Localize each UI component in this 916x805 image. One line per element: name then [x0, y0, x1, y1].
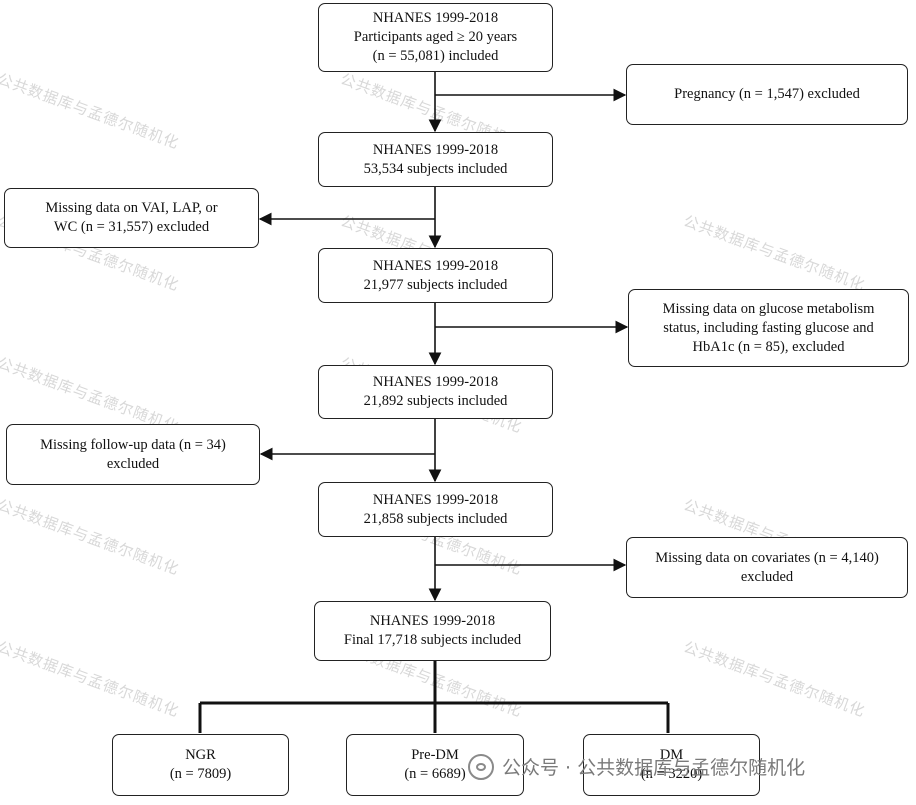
- box-exclude-followup-line2: excluded: [106, 455, 160, 472]
- box-group-dm-line2: (n = 3220): [640, 766, 703, 782]
- box-step2-line2: 53,534 subjects included: [363, 160, 508, 177]
- box-exclude-covariates-line2: excluded: [740, 568, 794, 585]
- box-group-ngr-line2: (n = 7809): [169, 766, 232, 782]
- box-exclude-vai: Missing data on VAI, LAP, or WC (n = 31,…: [4, 188, 259, 248]
- box-final: NHANES 1999-2018 Final 17,718 subjects i…: [314, 601, 551, 661]
- box-start: NHANES 1999-2018 Participants aged ≥ 20 …: [318, 3, 553, 72]
- box-step4: NHANES 1999-2018 21,892 subjects include…: [318, 365, 553, 419]
- box-step2-line1: NHANES 1999-2018: [372, 141, 499, 158]
- box-step3: NHANES 1999-2018 21,977 subjects include…: [318, 248, 553, 303]
- box-step5-line1: NHANES 1999-2018: [372, 491, 499, 508]
- footer-watermark: 公众号 · 公共数据库与孟德尔随机化: [468, 753, 805, 780]
- box-final-line1: NHANES 1999-2018: [369, 613, 496, 629]
- box-exclude-vai-line2: WC (n = 31,557) excluded: [53, 219, 210, 235]
- box-exclude-pregnancy-line1: Pregnancy (n = 1,547) excluded: [674, 86, 860, 102]
- footer-watermark-text: 公众号 · 公共数据库与孟德尔随机化: [502, 757, 806, 779]
- box-exclude-covariates: Missing data on covariates (n = 4,140) e…: [626, 537, 908, 598]
- box-group-ngr: NGR (n = 7809): [112, 734, 289, 796]
- box-exclude-followup-line1: Missing follow-up data (n = 34): [40, 436, 226, 453]
- box-exclude-glucose-line1: Missing data on glucose metabolism: [662, 300, 875, 317]
- box-exclude-vai-line1: Missing data on VAI, LAP, or: [45, 200, 218, 216]
- box-group-predm-line1: Pre-DM: [411, 747, 459, 763]
- box-group-dm: DM (n = 3220): [583, 734, 760, 796]
- box-group-predm-line2: (n = 6689): [404, 766, 466, 782]
- box-group-dm-line1: DM: [659, 747, 684, 763]
- box-step5: NHANES 1999-2018 21,858 subjects include…: [318, 482, 553, 537]
- box-final-line2: Final 17,718 subjects included: [343, 632, 522, 648]
- box-exclude-glucose-line2: status, including fasting glucose and: [663, 319, 874, 336]
- box-start-line2: Participants aged ≥ 20 years: [353, 29, 518, 45]
- wechat-icon: [468, 753, 494, 780]
- box-start-line3: (n = 55,081) included: [372, 48, 499, 64]
- box-step4-line1: NHANES 1999-2018: [372, 374, 499, 390]
- box-group-predm: Pre-DM (n = 6689): [346, 734, 524, 796]
- box-step3-line2: 21,977 subjects included: [363, 276, 508, 293]
- box-step3-line1: NHANES 1999-2018: [372, 257, 499, 274]
- box-step4-line2: 21,892 subjects included: [363, 393, 508, 409]
- box-exclude-glucose-line3: HbA1c (n = 85), excluded: [692, 338, 845, 355]
- box-exclude-pregnancy: Pregnancy (n = 1,547) excluded: [626, 64, 908, 125]
- box-start-line1: NHANES 1999-2018: [372, 10, 499, 26]
- box-exclude-covariates-line1: Missing data on covariates (n = 4,140): [655, 549, 879, 566]
- box-step2: NHANES 1999-2018 53,534 subjects include…: [318, 132, 553, 187]
- box-group-ngr-line1: NGR: [185, 747, 216, 763]
- box-exclude-followup: Missing follow-up data (n = 34) excluded: [6, 424, 260, 485]
- box-step5-line2: 21,858 subjects included: [363, 510, 508, 527]
- box-exclude-glucose: Missing data on glucose metabolism statu…: [628, 289, 909, 367]
